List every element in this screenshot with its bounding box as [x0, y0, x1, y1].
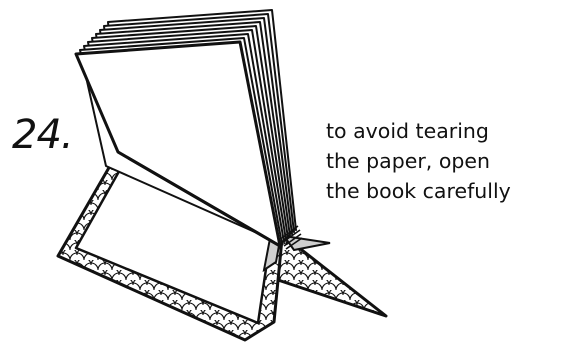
cover-right [266, 236, 386, 316]
instruction-caption: to avoid tearing the paper, open the boo… [326, 116, 558, 206]
caption-line: to avoid tearing [326, 116, 558, 146]
caption-line: the book carefully [326, 176, 558, 206]
caption-line: the paper, open [326, 146, 558, 176]
step-number: 24. [12, 112, 73, 158]
